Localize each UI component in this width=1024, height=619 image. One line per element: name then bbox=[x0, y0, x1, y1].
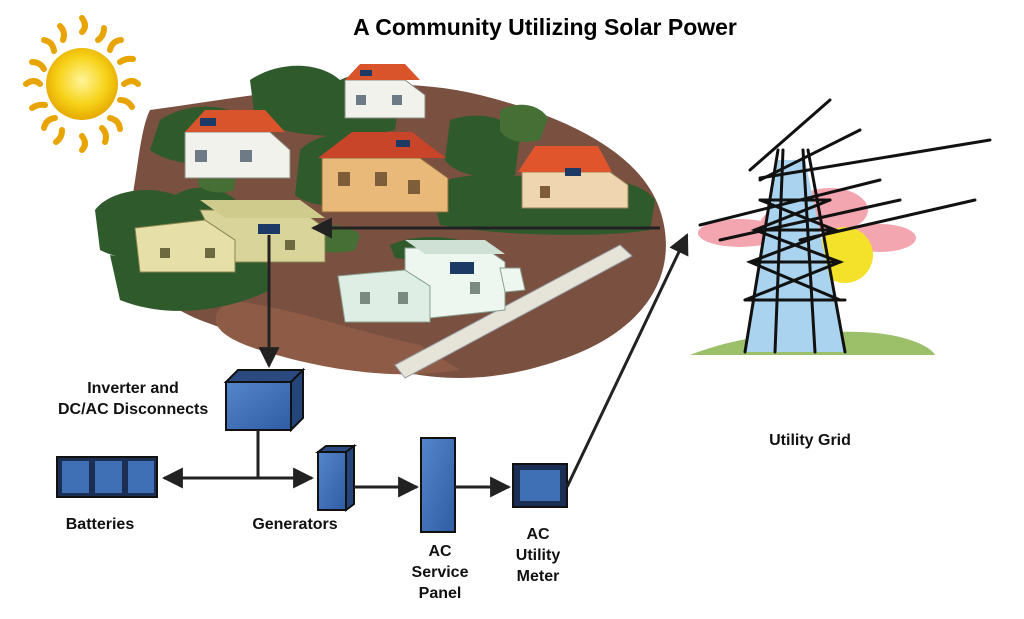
utility-meter-box bbox=[512, 463, 568, 508]
batteries-icon bbox=[56, 456, 158, 498]
transmission-tower-icon bbox=[690, 98, 992, 355]
batteries-label: Batteries bbox=[65, 516, 135, 533]
house-icon bbox=[134, 200, 326, 273]
diagram-title: A Community Utilizing Solar Power bbox=[353, 14, 737, 40]
generators-label: Generators bbox=[252, 516, 338, 533]
house-icon bbox=[344, 64, 426, 119]
utility-meter-label: AC Utility Meter bbox=[515, 526, 561, 585]
house-icon bbox=[318, 132, 449, 213]
meter-to-grid-arrow bbox=[565, 233, 689, 488]
service-panel-label: AC Service Panel bbox=[411, 543, 469, 602]
inverter-box bbox=[223, 367, 306, 433]
house-icon bbox=[337, 240, 526, 323]
sun-icon bbox=[23, 15, 141, 153]
inverter-label: Inverter and DC/AC Disconnects bbox=[58, 380, 209, 418]
utility-grid-label: Utility Grid bbox=[769, 432, 851, 449]
house-icon bbox=[184, 110, 291, 179]
service-panel-box bbox=[420, 437, 456, 533]
generator-box bbox=[315, 444, 357, 512]
house-icon bbox=[518, 146, 629, 209]
community-illustration bbox=[95, 64, 666, 379]
